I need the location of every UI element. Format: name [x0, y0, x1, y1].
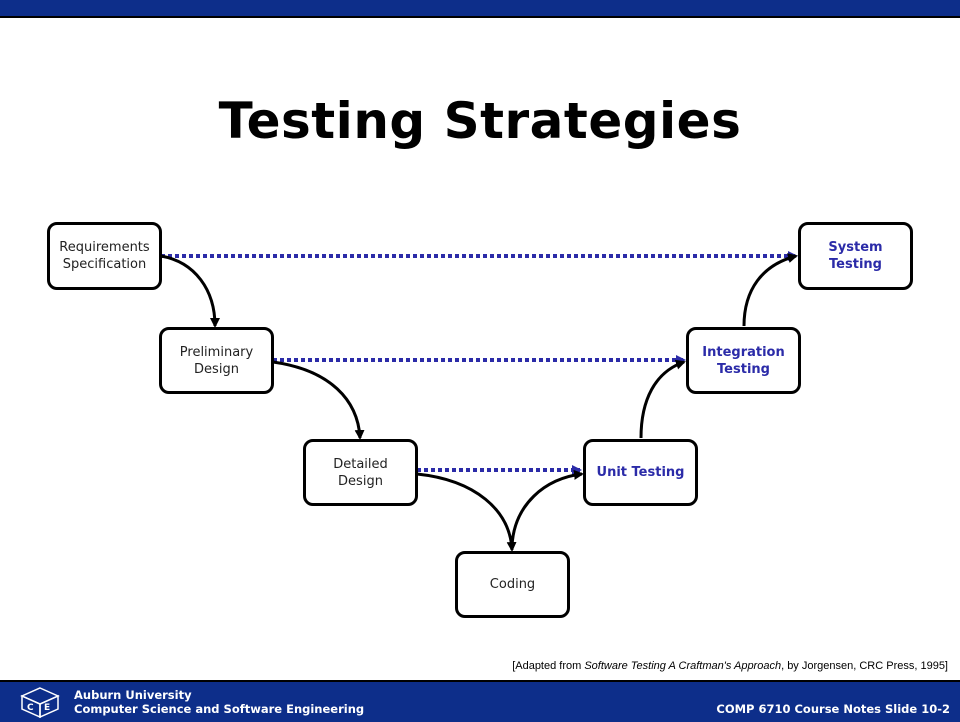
arc-unit-integration	[639, 359, 686, 439]
department-name: Computer Science and Software Engineerin…	[74, 702, 365, 716]
node-coding: Coding	[455, 551, 570, 618]
citation-prefix: [Adapted from	[512, 660, 585, 672]
arc-detailed-coding	[416, 472, 517, 552]
footer-bar: C E Auburn University Computer Science a…	[0, 680, 960, 722]
arc-preliminary-detailed	[272, 360, 365, 440]
node-integration-testing: Integration Testing	[686, 327, 801, 394]
citation: [Adapted from Software Testing A Craftma…	[512, 660, 948, 672]
arc-integration-system	[742, 253, 798, 327]
node-unit-testing: Unit Testing	[583, 439, 698, 506]
csse-cube-logo-icon: C E	[20, 687, 60, 718]
node-requirements-specification: Requirements Specification	[47, 222, 162, 290]
university-name: Auburn University	[74, 688, 192, 702]
slide-reference: COMP 6710 Course Notes Slide 10-2	[716, 702, 950, 716]
svg-text:E: E	[44, 703, 50, 713]
arc-coding-unit	[510, 469, 584, 547]
top-banner	[0, 0, 960, 18]
svg-text:C: C	[27, 703, 34, 713]
node-preliminary-design: Preliminary Design	[159, 327, 274, 394]
university-info: Auburn University Computer Science and S…	[74, 688, 364, 716]
node-system-testing: System Testing	[798, 222, 913, 290]
node-detailed-design: Detailed Design	[303, 439, 418, 506]
slide-title: Testing Strategies	[218, 92, 742, 150]
arc-requirements-preliminary	[160, 254, 220, 328]
citation-book-title: Software Testing A Craftman's Approach	[584, 660, 782, 672]
citation-suffix: , by Jorgensen, CRC Press, 1995]	[781, 660, 948, 672]
